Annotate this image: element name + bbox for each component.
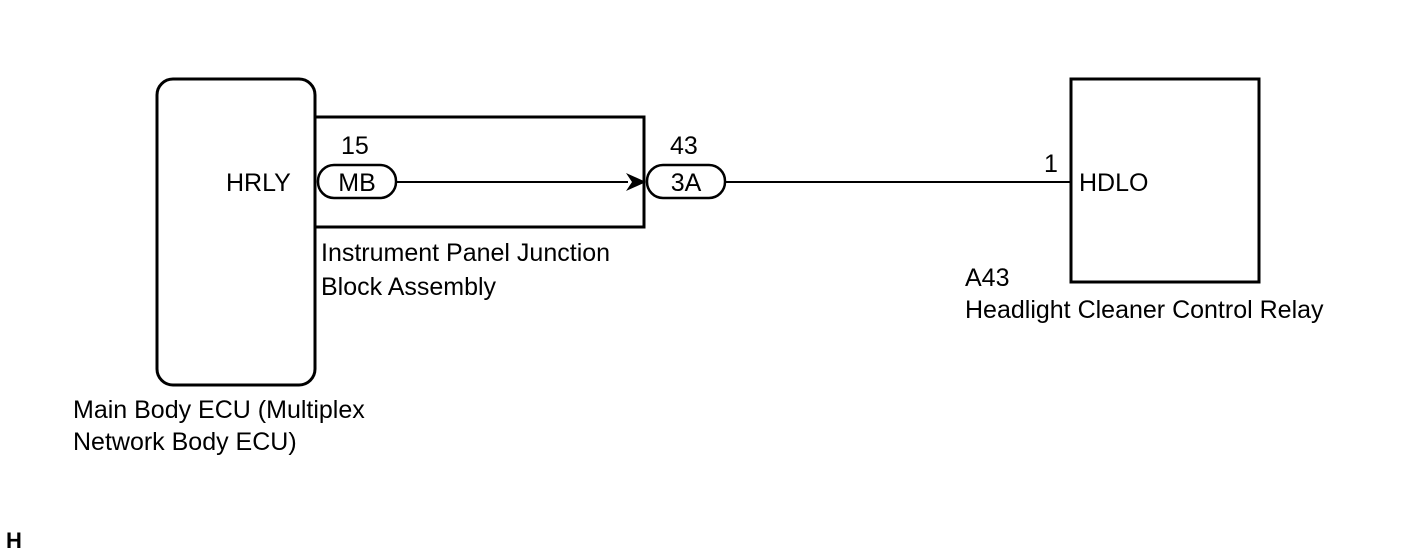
corner-mark: H bbox=[6, 528, 22, 553]
ecu-pin-name: HRLY bbox=[226, 169, 291, 197]
relay-code: A43 bbox=[965, 264, 1009, 292]
main-body-ecu-box bbox=[155, 77, 317, 387]
junction-label-line2: Block Assembly bbox=[321, 273, 497, 301]
ecu-label-line1: Main Body ECU (Multiplex bbox=[73, 396, 365, 424]
relay-pin-name: HDLO bbox=[1079, 169, 1148, 197]
mb-connector-label: MB bbox=[338, 169, 376, 197]
relay-pin-number: 1 bbox=[1044, 150, 1058, 178]
junction-output-pin: 43 bbox=[670, 132, 698, 160]
junction-label-line1: Instrument Panel Junction bbox=[321, 239, 610, 267]
junction-input-pin: 15 bbox=[341, 132, 369, 160]
junction-block-box bbox=[313, 115, 646, 229]
ecu-label-line2: Network Body ECU) bbox=[73, 428, 297, 456]
relay-box bbox=[1069, 77, 1261, 284]
3a-connector-label: 3A bbox=[671, 169, 702, 197]
wire-arrow-icon bbox=[626, 173, 646, 191]
relay-label: Headlight Cleaner Control Relay bbox=[965, 296, 1324, 324]
